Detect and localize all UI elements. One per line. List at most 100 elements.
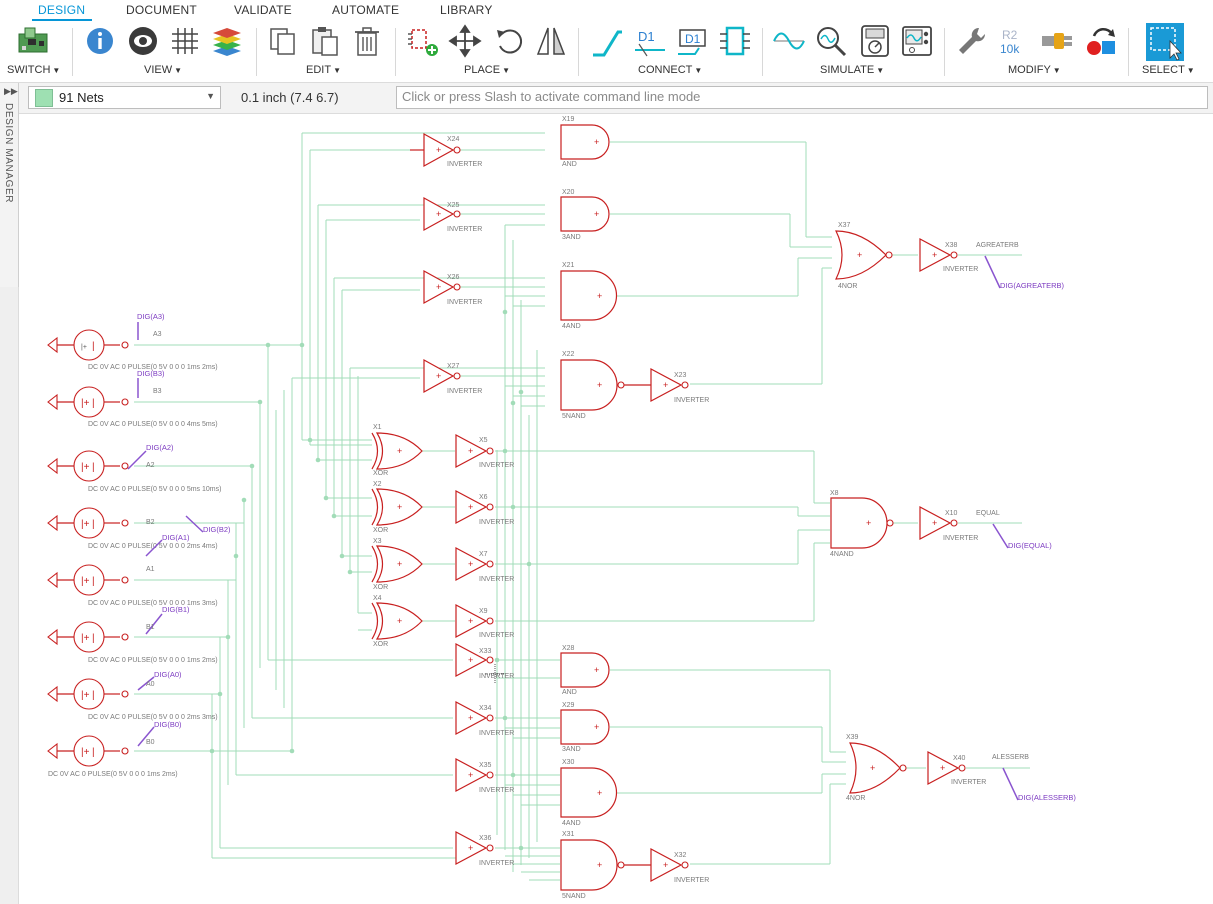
- board-switch-icon[interactable]: [16, 24, 50, 58]
- inverter-x34[interactable]: + X34 INVERTER: [455, 701, 514, 737]
- source-a1[interactable]: |+| DIG(A1) A1 DC 0V AC 0 PULSE(0 5V 0 0…: [47, 533, 218, 607]
- nor-gate-x39[interactable]: + X39 4NOR: [846, 734, 907, 802]
- trash-icon[interactable]: [350, 24, 384, 58]
- xor-gate-x2[interactable]: + X2 XOR: [371, 481, 423, 534]
- tab-automate[interactable]: AUTOMATE: [332, 3, 400, 17]
- select-group-label[interactable]: SELECT▼: [1142, 64, 1195, 76]
- simulate-group-label[interactable]: SIMULATE▼: [820, 64, 885, 76]
- source-a3[interactable]: |+| DIG(A3) A3 DC 0V AC 0 PULSE(0 5V 0 0…: [47, 312, 218, 371]
- tab-validate[interactable]: VALIDATE: [234, 3, 292, 17]
- inverter-x36[interactable]: + X36 INVERTER: [455, 831, 514, 867]
- label-icon[interactable]: D1: [675, 24, 709, 58]
- source-b0[interactable]: |+| DIG(B0) B0 DC 0V AC 0 PULSE(0 5V 0 0…: [47, 720, 182, 778]
- xor-gate-x1[interactable]: + X1 XOR: [371, 424, 423, 477]
- nand-gate-x8[interactable]: + X8 4NAND: [830, 490, 894, 558]
- view-group-label[interactable]: VIEW▼: [144, 64, 183, 76]
- probe-label: DIG(B3): [137, 369, 165, 378]
- select-icon[interactable]: [1146, 23, 1184, 61]
- schematic-canvas[interactable]: |+| DIG(A3) A3 DC 0V AC 0 PULSE(0 5V 0 0…: [19, 114, 1213, 904]
- connect-group-label[interactable]: CONNECT▼: [638, 64, 703, 76]
- eye-icon[interactable]: [126, 24, 160, 58]
- net-label: B3: [153, 388, 162, 395]
- part-label: X20: [562, 189, 575, 196]
- grid-icon[interactable]: [168, 24, 202, 58]
- place-group-label[interactable]: PLACE▼: [464, 64, 510, 76]
- paste-icon[interactable]: [308, 24, 342, 58]
- and-gate-x28[interactable]: + X28 AND: [560, 645, 610, 696]
- inverter-x25[interactable]: + X25 INVERTER: [423, 196, 482, 233]
- source-b3[interactable]: |+| DIG(B3) B3 DC 0V AC 0 PULSE(0 5V 0 0…: [47, 369, 218, 428]
- tab-design[interactable]: DESIGN: [38, 3, 86, 17]
- inverter-x23[interactable]: + X23 INVERTER: [650, 368, 709, 404]
- command-line-box[interactable]: [396, 86, 1208, 109]
- schematic-drawing[interactable]: |+| DIG(A3) A3 DC 0V AC 0 PULSE(0 5V 0 0…: [19, 114, 1213, 904]
- inverter-x40[interactable]: + X40 INVERTER: [927, 751, 986, 786]
- name-icon[interactable]: D1: [633, 24, 667, 58]
- info-icon[interactable]: [83, 24, 115, 58]
- inverter-x6[interactable]: + X6 INVERTER: [455, 490, 514, 526]
- inverter-x33[interactable]: + X33 INVERTER: [455, 643, 514, 680]
- edit-group-label[interactable]: EDIT▼: [306, 64, 341, 76]
- and-gate-x21[interactable]: + X21 4AND: [560, 262, 618, 330]
- separator: [395, 28, 396, 76]
- copy-icon[interactable]: [266, 24, 300, 58]
- svg-text:+: +: [397, 616, 402, 626]
- layers-icon[interactable]: [210, 24, 244, 58]
- shapes-icon[interactable]: [1084, 24, 1118, 58]
- design-manager-tab[interactable]: ▶▶ DESIGN MANAGER: [0, 83, 19, 288]
- source-a0[interactable]: |+| DIG(A0) A0 DC 0V AC 0 PULSE(0 5V 0 0…: [47, 670, 218, 721]
- place-component-icon[interactable]: [406, 24, 440, 58]
- nand-gate-x22[interactable]: + X22 5NAND: [560, 351, 651, 420]
- inverter-x9[interactable]: + X9 INVERTER: [455, 604, 514, 639]
- wrench-icon[interactable]: [955, 24, 989, 58]
- source-b2[interactable]: |+| DIG(B2) B2 DC 0V AC 0 PULSE(0 5V 0 0…: [47, 507, 231, 550]
- part-label: X36: [479, 835, 492, 842]
- tab-document[interactable]: DOCUMENT: [126, 3, 197, 17]
- xor-gate-x3[interactable]: + X3 XOR: [371, 538, 423, 591]
- part-type: INVERTER: [447, 388, 482, 395]
- inverter-x32[interactable]: + X32 INVERTER: [650, 848, 709, 884]
- source-b1[interactable]: |+| DIG(B1) B1 DC 0V AC 0 PULSE(0 5V 0 0…: [47, 605, 218, 664]
- probe-label: DIG(A3): [137, 312, 165, 321]
- net-count-dropdown[interactable]: 91 Nets ▼: [28, 86, 221, 109]
- inverter-x10[interactable]: + X10 INVERTER: [919, 506, 978, 542]
- inverter-x35[interactable]: + X35 INVERTER: [455, 758, 514, 794]
- inverter-x5[interactable]: + X5 INVERTER: [455, 434, 514, 469]
- separator: [944, 28, 945, 76]
- probe-icon[interactable]: [814, 24, 848, 58]
- voltage-sources: |+| DIG(A3) A3 DC 0V AC 0 PULSE(0 5V 0 0…: [47, 312, 231, 778]
- bus-icon[interactable]: [718, 24, 752, 58]
- and-gate-x20[interactable]: + X20 3AND: [560, 189, 610, 241]
- multimeter-icon[interactable]: [858, 24, 892, 58]
- connector-icon[interactable]: [1040, 24, 1074, 58]
- inverter-x7[interactable]: + X7 INVERTER: [455, 547, 514, 583]
- and-gate-x30[interactable]: + X30 4AND: [560, 759, 618, 827]
- part-label: X32: [674, 852, 687, 859]
- rotate-icon[interactable]: [492, 24, 526, 58]
- inverter-x38[interactable]: + X38 INVERTER: [919, 238, 978, 273]
- part-label: X31: [562, 831, 575, 838]
- mirror-icon[interactable]: [534, 24, 568, 58]
- inverter-x26[interactable]: + X26 INVERTER: [423, 269, 482, 306]
- waveform-icon[interactable]: [772, 24, 806, 58]
- oscilloscope-icon[interactable]: [900, 24, 934, 58]
- inverter-x27[interactable]: + X27 INVERTER: [423, 358, 482, 395]
- xor-gate-x4[interactable]: + X4 XOR: [371, 595, 423, 648]
- svg-text:+: +: [932, 518, 937, 528]
- part-type: 5NAND: [562, 893, 586, 900]
- and-gate-x19[interactable]: + X19 AND: [560, 116, 610, 168]
- nand-gate-x31[interactable]: + X31 5NAND: [560, 831, 651, 900]
- edit-label: EDIT: [306, 64, 332, 76]
- net-icon[interactable]: [590, 24, 624, 58]
- expand-panel-icon[interactable]: ▶▶: [4, 86, 18, 96]
- nor-gate-x37[interactable]: + X37 4NOR: [835, 222, 893, 290]
- inverter-x24[interactable]: + X24 INVERTER: [410, 132, 482, 168]
- command-line-input[interactable]: [397, 87, 1197, 106]
- switch-group-label[interactable]: SWITCH▼: [7, 64, 61, 76]
- modify-group-label[interactable]: MODIFY▼: [1008, 64, 1061, 76]
- source-a2[interactable]: |+| DIG(A2) A2 DC 0V AC 0 PULSE(0 5V 0 0…: [47, 443, 221, 493]
- move-icon[interactable]: [448, 24, 482, 58]
- and-gate-x29[interactable]: + X29 3AND: [560, 702, 610, 753]
- tab-library[interactable]: LIBRARY: [440, 3, 493, 17]
